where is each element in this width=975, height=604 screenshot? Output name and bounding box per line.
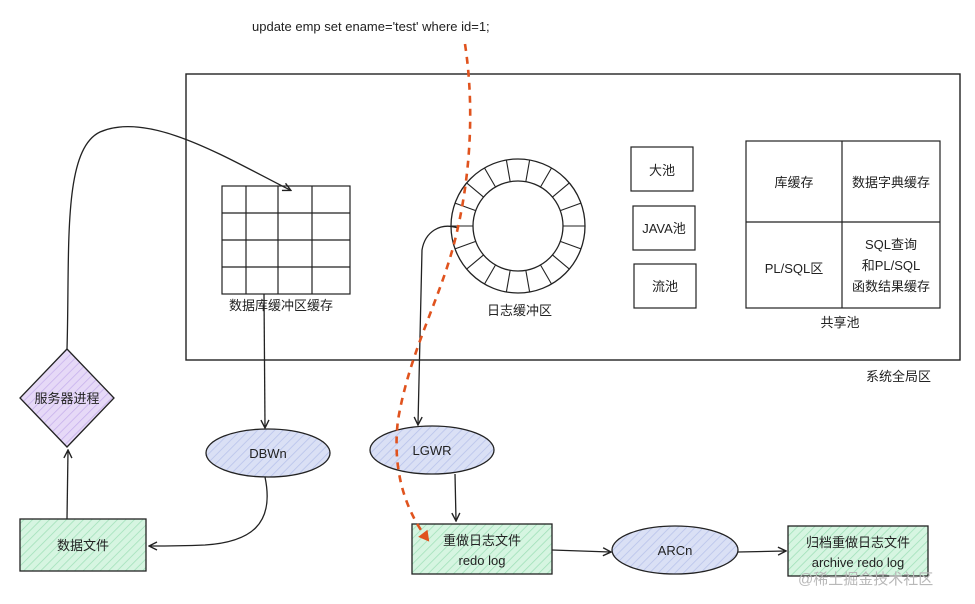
datafile-label: 数据文件 <box>57 538 109 553</box>
ring-segment-divider <box>560 240 582 250</box>
data-dictionary-cache-label: 数据字典缓存 <box>852 175 930 190</box>
ring-segment-divider <box>560 202 582 212</box>
ring-segment-divider <box>525 159 531 182</box>
ring-segment-divider <box>505 270 511 293</box>
redo-log-file-box <box>411 523 553 575</box>
ring-segment-divider <box>540 167 552 188</box>
lgwr-process <box>369 425 495 475</box>
datafile-box <box>19 518 147 572</box>
update-flow-path <box>395 43 472 542</box>
sga-box <box>185 73 961 361</box>
arrow-redo-file-to-arcn <box>551 550 610 552</box>
redo-log-file-line-2: redo log <box>459 553 506 568</box>
archive-log-box <box>787 525 929 577</box>
result-cache-line-3: 函数结果缓存 <box>852 279 930 294</box>
archive-log-line-1: 归档重做日志文件 <box>806 535 910 550</box>
arrow-server-to-buffer-cache <box>66 126 290 350</box>
server-process-diamond <box>19 348 115 448</box>
large-pool-label: 大池 <box>649 163 675 178</box>
server-process-label: 服务器进程 <box>34 391 99 406</box>
ring-segment-divider <box>552 254 570 270</box>
arcn-label: ARCn <box>658 543 693 558</box>
ring-segment-divider <box>525 270 531 293</box>
ring-segment-divider <box>454 202 476 212</box>
sga-label: 系统全局区 <box>866 369 931 384</box>
arrow-buffer-cache-to-dbwn <box>264 293 265 427</box>
ring-segment-divider <box>540 264 552 285</box>
lgwr-label: LGWR <box>413 443 452 458</box>
db-buffer-cache-label: 数据库缓冲区缓存 <box>229 298 333 313</box>
java-pool-label: JAVA池 <box>642 221 686 236</box>
shared-pool-label: 共享池 <box>820 315 859 330</box>
redo-log-buffer-ring <box>450 158 586 294</box>
ring-segment-divider <box>552 182 570 198</box>
watermark: @稀土掘金技术社区 <box>798 571 933 588</box>
arrow-arcn-to-archive <box>737 551 785 552</box>
archive-log-line-2: archive redo log <box>812 555 905 570</box>
arrow-dbwn-to-datafile <box>150 476 268 546</box>
redo-log-buffer-label: 日志缓冲区 <box>487 303 552 318</box>
result-cache-line-1: SQL查询 <box>865 237 917 252</box>
ring-segment-divider <box>454 240 476 250</box>
large-pool-box <box>630 146 694 192</box>
shared-pool-box <box>745 140 941 309</box>
ring-segment-divider <box>466 254 484 270</box>
arrow-lgwr-to-redo-file <box>455 473 456 520</box>
ring-segment-divider <box>484 167 496 188</box>
java-pool-box <box>632 205 696 251</box>
stream-pool-box <box>633 263 697 309</box>
library-cache-label: 库缓存 <box>774 175 813 190</box>
db-buffer-cache-grid <box>221 185 351 295</box>
arrow-logbuffer-to-lgwr <box>418 225 459 424</box>
ring-segment-divider <box>484 264 496 285</box>
redo-log-file-line-1: 重做日志文件 <box>443 533 521 548</box>
ring-segment-divider <box>466 182 484 198</box>
plsql-area-label: PL/SQL区 <box>765 261 824 276</box>
sql-statement: update emp set ename='test' where id=1; <box>252 19 490 34</box>
ring-segment-divider <box>505 159 511 182</box>
result-cache-line-2: 和PL/SQL <box>862 258 921 273</box>
stream-pool-label: 流池 <box>652 279 678 294</box>
dbwn-label: DBWn <box>249 446 287 461</box>
arrow-datafile-to-server <box>67 451 68 520</box>
